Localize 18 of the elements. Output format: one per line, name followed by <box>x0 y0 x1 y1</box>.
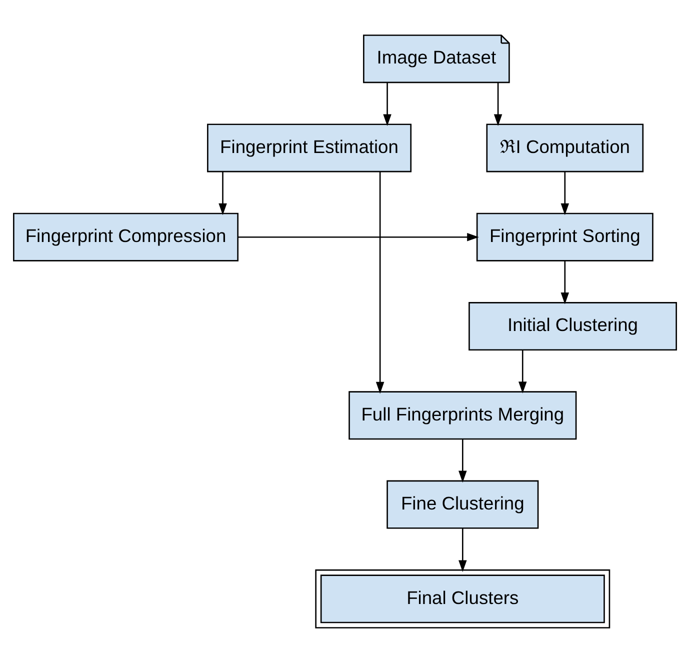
arrow <box>458 438 467 482</box>
arrow <box>238 232 479 241</box>
node-box: ℜI Computation <box>486 123 644 172</box>
arrow <box>560 171 570 215</box>
node-box: Full Fingerprints Merging <box>348 390 577 440</box>
node-box: Fingerprint Compression <box>13 212 238 261</box>
node-box: Initial Clustering <box>468 302 677 350</box>
arrow <box>218 171 227 215</box>
node-box: Fingerprint Sorting <box>476 212 654 261</box>
node-box: Final Clusters <box>315 568 610 628</box>
arrow <box>560 260 570 304</box>
node-box: Fine Clustering <box>386 480 539 528</box>
arrow <box>494 82 502 126</box>
arrow <box>383 82 392 126</box>
node-box: Fingerprint Estimation <box>207 123 412 172</box>
arrow <box>376 171 384 394</box>
arrow <box>458 528 467 572</box>
arrow <box>518 350 527 393</box>
